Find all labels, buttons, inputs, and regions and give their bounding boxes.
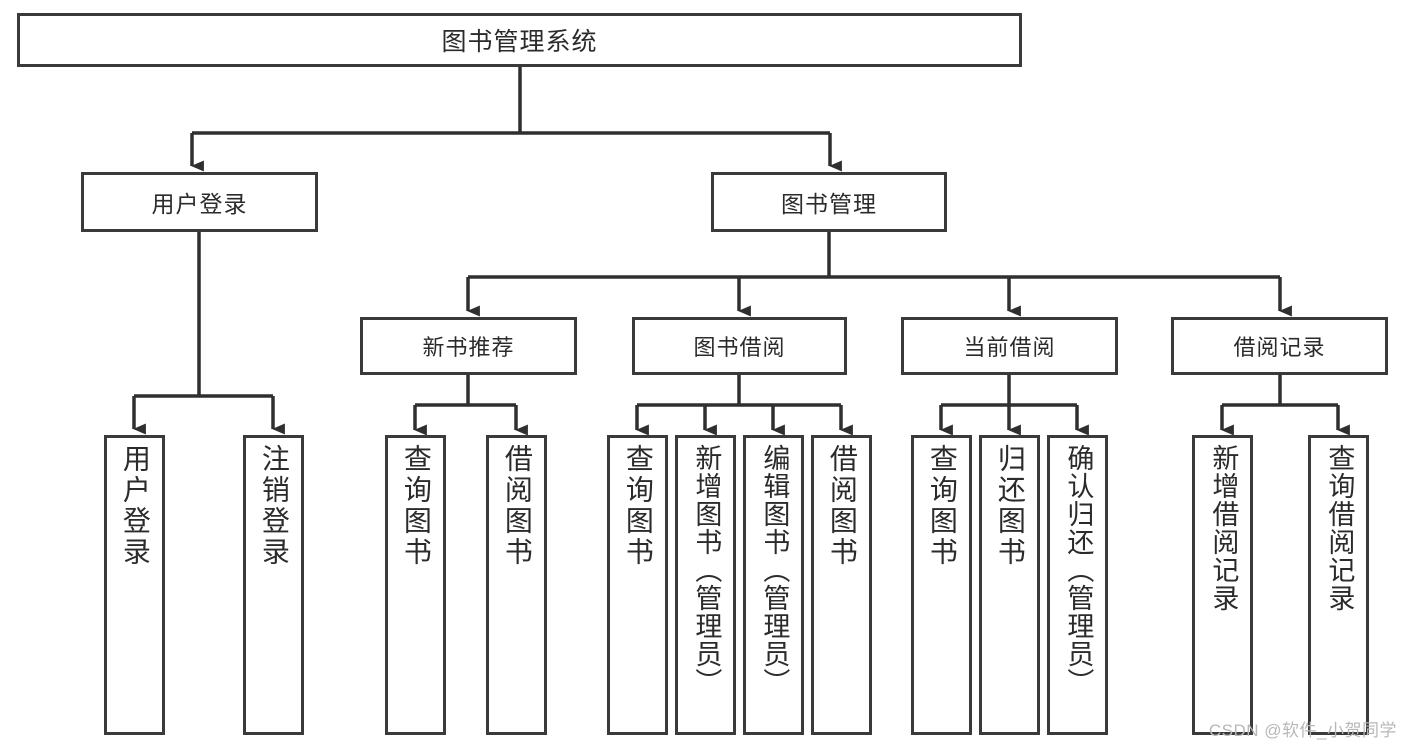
node-leaf-edit-book[interactable]: 编辑图书（管理员）: [743, 435, 804, 735]
node-leaf-user-logout-label: 注销登录: [258, 444, 290, 568]
node-leaf-query-book-3-label: 查询图书: [926, 444, 958, 568]
node-leaf-query-book-2[interactable]: 查询图书: [607, 435, 668, 735]
node-leaf-add-book[interactable]: 新增图书（管理员）: [675, 435, 736, 735]
node-leaf-query-record[interactable]: 查询借阅记录: [1308, 435, 1369, 735]
node-book-borrow[interactable]: 图书借阅: [632, 317, 847, 375]
watermark: CSDN @软件_小贺同学: [1208, 721, 1397, 740]
node-leaf-user-logout[interactable]: 注销登录: [243, 435, 304, 735]
node-leaf-query-book-2-label: 查询图书: [622, 444, 654, 568]
node-leaf-add-record-label: 新增借阅记录: [1208, 444, 1239, 612]
node-current-borrow-label: 当前借阅: [963, 335, 1056, 360]
node-user-login[interactable]: 用户登录: [81, 172, 318, 232]
node-leaf-return-book[interactable]: 归还图书: [979, 435, 1040, 735]
node-new-book-recommend-label: 新书推荐: [422, 335, 515, 360]
node-user-login-label: 用户登录: [151, 191, 248, 217]
node-book-borrow-label: 图书借阅: [693, 335, 786, 360]
node-leaf-query-record-label: 查询借阅记录: [1324, 444, 1355, 612]
node-new-book-recommend[interactable]: 新书推荐: [360, 317, 577, 375]
node-leaf-confirm-return-label: 确认归还（管理员）: [1063, 444, 1094, 696]
node-current-borrow[interactable]: 当前借阅: [901, 317, 1118, 375]
node-borrow-record[interactable]: 借阅记录: [1171, 317, 1388, 375]
node-book-manage-label: 图书管理: [781, 191, 877, 217]
node-leaf-borrow-book-1-label: 借阅图书: [501, 444, 533, 568]
node-leaf-confirm-return[interactable]: 确认归还（管理员）: [1047, 435, 1108, 735]
node-book-manage[interactable]: 图书管理: [711, 172, 947, 232]
node-leaf-borrow-book-2-label: 借阅图书: [826, 444, 858, 568]
node-root-system-label: 图书管理系统: [441, 28, 598, 56]
node-leaf-add-book-label: 新增图书（管理员）: [691, 444, 722, 696]
node-leaf-user-login[interactable]: 用户登录: [104, 435, 165, 735]
node-root-system[interactable]: 图书管理系统: [17, 13, 1022, 67]
node-leaf-user-login-label: 用户登录: [119, 444, 151, 568]
node-leaf-query-book-1-label: 查询图书: [400, 444, 432, 568]
node-borrow-record-label: 借阅记录: [1233, 335, 1326, 360]
node-leaf-add-record[interactable]: 新增借阅记录: [1192, 435, 1253, 735]
node-leaf-query-book-3[interactable]: 查询图书: [911, 435, 972, 735]
node-leaf-edit-book-label: 编辑图书（管理员）: [759, 444, 790, 696]
node-leaf-query-book-1[interactable]: 查询图书: [385, 435, 446, 735]
node-leaf-borrow-book-2[interactable]: 借阅图书: [811, 435, 872, 735]
node-leaf-borrow-book-1[interactable]: 借阅图书: [486, 435, 547, 735]
node-leaf-return-book-label: 归还图书: [994, 444, 1026, 568]
